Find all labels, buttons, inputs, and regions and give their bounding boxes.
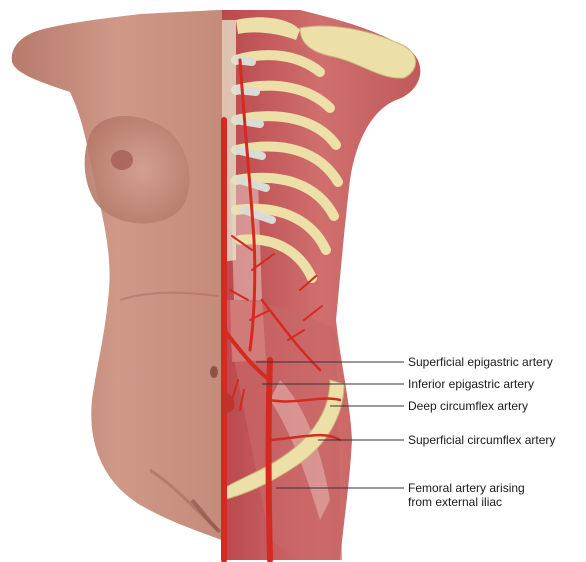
- label-superficial-circumflex-artery: Superficial circumflex artery: [408, 433, 555, 447]
- label-femoral-artery-line1: Femoral artery arising: [408, 481, 525, 495]
- skin-half: [12, 10, 222, 540]
- label-femoral-artery-line2: from external iliac: [408, 495, 502, 509]
- anatomy-half: [222, 10, 420, 560]
- label-deep-circumflex-artery: Deep circumflex artery: [408, 399, 528, 413]
- label-inferior-epigastric-artery: Inferior epigastric artery: [408, 377, 534, 391]
- label-superficial-epigastric-artery: Superficial epigastric artery: [408, 355, 553, 369]
